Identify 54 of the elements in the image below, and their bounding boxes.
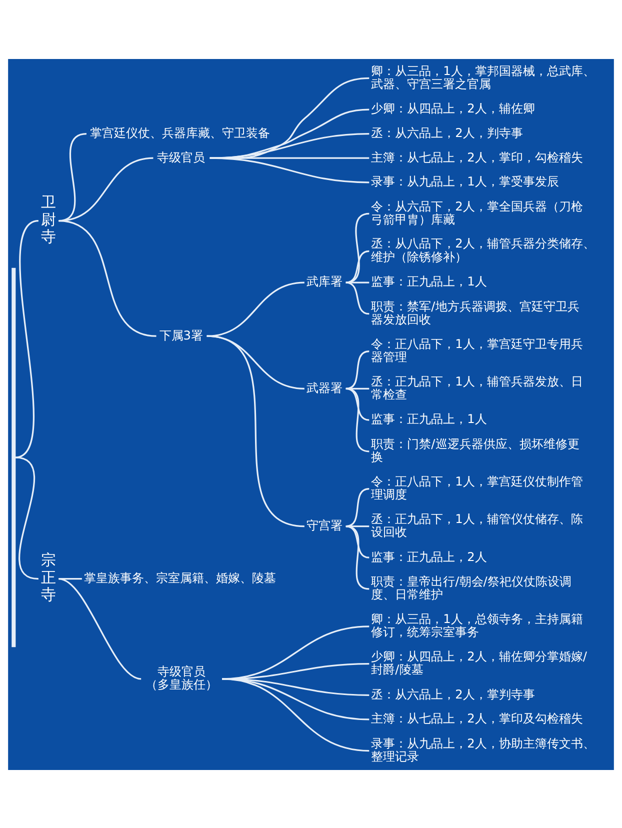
connector (346, 212, 370, 283)
connector (210, 132, 370, 158)
node-text: 寺级官员（多皇族任） (146, 664, 218, 692)
connector (206, 281, 304, 336)
node-text: 丞：从六品上，2人，判寺事 (371, 125, 523, 140)
node-text: 职责：门禁/巡逻兵器供应、损坏维修更换 (371, 436, 580, 464)
node-text: 令：正八品下，1人，掌宫廷守卫专用兵器管理 (371, 336, 583, 364)
node-text: 录事：从九品上，1人，掌受事发辰 (371, 174, 559, 188)
node-text: 丞：正九品下，1人，辅管仪仗储存、陈设回收 (371, 511, 583, 538)
connector (58, 578, 82, 580)
node-text: 录事：从九品上，2人，协助主簿传文书、整理记录 (371, 736, 595, 763)
connector (58, 220, 156, 336)
connector (58, 578, 142, 680)
node-text: 掌皇族事务、宗室属籍、婚嫁、陵墓 (84, 570, 276, 584)
connector (346, 387, 370, 420)
connector (222, 678, 370, 752)
connector (346, 524, 370, 558)
node-text: 掌宫廷仪仗、兵器库藏、守卫装备 (90, 125, 270, 140)
node-text: 令：正八品下，1人，掌宫廷仪仗制作管理调度 (371, 474, 583, 502)
node-text: 寺级官员 (156, 150, 205, 164)
node-text: 职责：禁军/地方兵器调拨、宫廷守卫兵器发放回收 (371, 298, 580, 326)
connector (222, 678, 370, 720)
node-text: 丞：从六品上，2人，掌判寺事 (371, 686, 535, 701)
node-text: 主簿：从七品上，2人，掌印，勾检稽失 (371, 150, 583, 164)
connector (346, 281, 370, 283)
node-text: 少卿：从四品上，2人，辅佐卿分掌婚嫁/封爵/陵墓 (371, 648, 587, 676)
node-text: 丞：正九品下，1人，辅管兵器发放、日常检查 (371, 374, 583, 401)
connector (15, 456, 39, 580)
connector (346, 250, 370, 283)
connector (346, 281, 370, 314)
node-text: 令：从六品下，2人，掌全国兵器（刀枪弓箭甲胄）库藏 (371, 198, 583, 226)
connector (210, 76, 370, 159)
connector (210, 156, 370, 183)
node-text: 武库署 (306, 274, 342, 288)
node-text: 监事：正九品上，1人 (371, 412, 487, 426)
node-text: 守宫署 (306, 518, 342, 532)
node-text: 武器署 (306, 380, 342, 394)
node-text: 卿：从三品，1人，掌邦国器械，总武库、武器、守宫三署之官属 (371, 63, 595, 90)
connector (206, 334, 305, 527)
node-text: 下属3署 (159, 328, 204, 342)
node-text: 主簿：从七品上，2人，掌印及勾检稽失 (371, 711, 583, 726)
connector (346, 387, 370, 452)
node-bar (12, 267, 16, 647)
connector (14, 220, 39, 458)
connector (346, 350, 370, 389)
connector (210, 108, 370, 158)
node-text: 少卿：从四品上，2人，辅佐卿 (371, 101, 535, 116)
node-text: 职责：皇帝出行/朝会/祭祀仪仗陈设调度、日常维护 (371, 574, 572, 602)
node-text: 丞：从八品下，2人，辅管兵器分类储存、维护（除锈修补） (371, 236, 595, 264)
node-text: 监事：正九品上，2人 (371, 549, 487, 564)
node-text: 宗正寺 (41, 550, 56, 604)
node-text: 卫尉寺 (41, 192, 56, 246)
node-text: 监事：正九品上，1人 (371, 274, 487, 288)
node-text: 卿：从三品，1人，总领寺务，主持属籍修订，统筹宗室事务 (371, 611, 583, 639)
